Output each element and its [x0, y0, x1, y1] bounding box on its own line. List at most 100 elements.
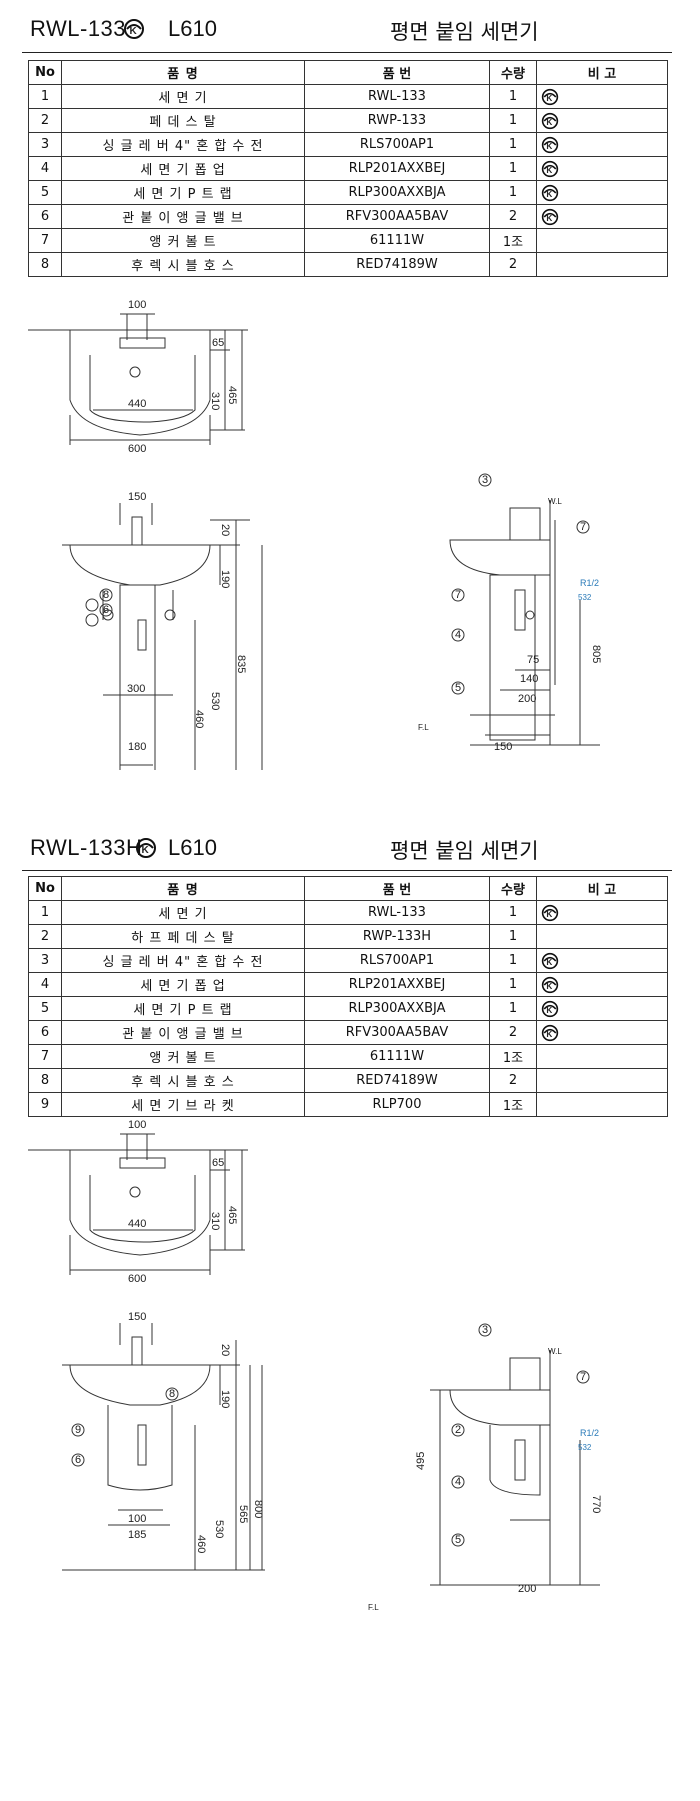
svg-text:65: 65 — [212, 1157, 224, 1169]
row-note — [536, 924, 668, 949]
installation-drawing: 100 65 310 465 440 600 150 20 190 835 53… — [28, 299, 602, 770]
svg-text:F.L: F.L — [368, 1603, 379, 1612]
row-no: 7 — [28, 1044, 62, 1069]
row-note: K — [536, 108, 668, 133]
row-note — [536, 1092, 668, 1117]
ks-mark-icon: K — [541, 952, 559, 969]
svg-text:75: 75 — [527, 654, 539, 666]
dimension-labels: 100 65 310 465 440 600 150 20 190 800 56… — [128, 1119, 602, 1612]
svg-text:K: K — [546, 1006, 552, 1015]
top-view — [28, 1133, 248, 1275]
model-number: RWL-133 — [30, 16, 127, 41]
col-name: 품 명 — [61, 876, 305, 901]
ks-mark-icon: K — [541, 208, 559, 225]
row-name: 세 면 기 브 라 켓 — [61, 1092, 305, 1117]
row-note: K — [536, 84, 668, 109]
ks-mark-icon: K — [136, 838, 156, 858]
svg-text:20: 20 — [219, 524, 231, 536]
col-no: No — [28, 60, 62, 85]
svg-text:460: 460 — [193, 710, 205, 728]
product-category: 평면 붙임 세면기 — [390, 839, 539, 863]
row-no: 1 — [28, 900, 62, 925]
svg-text:7: 7 — [580, 521, 586, 533]
row-note: K — [536, 132, 668, 157]
callout-labels: 8 9 6 3 7 2 4 5 — [75, 1324, 586, 1546]
svg-text:K: K — [546, 1030, 552, 1039]
svg-text:K: K — [130, 26, 138, 37]
row-code: 61111W — [304, 228, 490, 253]
col-note: 비 고 — [536, 60, 668, 85]
row-name: 앵 커 볼 트 — [61, 1044, 305, 1069]
ks-mark-icon: K — [541, 160, 559, 177]
svg-text:W.L: W.L — [548, 1347, 562, 1356]
svg-text:800: 800 — [252, 1500, 264, 1518]
row-no: 6 — [28, 1020, 62, 1045]
svg-text:310: 310 — [209, 1212, 221, 1230]
front-view — [62, 503, 263, 770]
row-qty: 1조 — [489, 228, 537, 253]
svg-text:185: 185 — [128, 1529, 146, 1541]
row-code: RWP-133 — [304, 108, 490, 133]
svg-text:3: 3 — [482, 474, 488, 486]
svg-text:2: 2 — [455, 1424, 461, 1436]
svg-text:100: 100 — [128, 1119, 146, 1131]
row-note — [536, 228, 668, 253]
svg-text:200: 200 — [518, 1583, 536, 1595]
row-name: 세 면 기 — [61, 84, 305, 109]
row-qty: 1 — [489, 948, 537, 973]
row-note: K — [536, 1020, 668, 1045]
svg-text:6: 6 — [75, 1454, 81, 1466]
row-no: 2 — [28, 924, 62, 949]
svg-text:532: 532 — [578, 593, 592, 602]
row-name: 후 렉 시 블 호 스 — [61, 1068, 305, 1093]
row-code: RLP300AXXBJA — [304, 996, 490, 1021]
ks-mark-icon: K — [124, 19, 144, 39]
front-view — [62, 1323, 265, 1571]
product-category: 평면 붙임 세면기 — [390, 20, 539, 44]
row-qty: 1조 — [489, 1092, 537, 1117]
row-code: RLP201AXXBEJ — [304, 156, 490, 181]
row-qty: 2 — [489, 1068, 537, 1093]
svg-text:R1/2: R1/2 — [580, 1428, 599, 1438]
svg-text:8: 8 — [169, 1388, 175, 1400]
svg-text:150: 150 — [128, 491, 146, 503]
svg-text:200: 200 — [518, 693, 536, 705]
svg-text:530: 530 — [209, 692, 221, 710]
svg-text:460: 460 — [195, 1535, 207, 1553]
row-code: RWL-133 — [304, 900, 490, 925]
row-no: 9 — [28, 1092, 62, 1117]
col-code: 품 번 — [304, 60, 490, 85]
ks-mark-icon: K — [541, 136, 559, 153]
row-qty: 1조 — [489, 1044, 537, 1069]
svg-text:565: 565 — [237, 1505, 249, 1523]
svg-text:770: 770 — [590, 1495, 602, 1513]
series-code: L610 — [168, 835, 217, 860]
row-note: K — [536, 948, 668, 973]
row-qty: 1 — [489, 84, 537, 109]
row-qty: 1 — [489, 972, 537, 997]
row-no: 8 — [28, 1068, 62, 1093]
svg-text:310: 310 — [209, 392, 221, 410]
col-code: 품 번 — [304, 876, 490, 901]
svg-text:3: 3 — [482, 1324, 488, 1336]
row-name: 앵 커 볼 트 — [61, 228, 305, 253]
svg-text:600: 600 — [128, 1273, 146, 1285]
svg-text:7: 7 — [455, 589, 461, 601]
svg-text:5: 5 — [455, 682, 461, 694]
svg-text:805: 805 — [590, 645, 602, 663]
row-code: RWL-133 — [304, 84, 490, 109]
svg-text:K: K — [142, 845, 150, 856]
row-name: 페 데 스 탈 — [61, 108, 305, 133]
side-view — [449, 500, 600, 746]
ks-mark-icon: K — [541, 904, 559, 921]
ks-mark-icon: K — [541, 112, 559, 129]
header-rule — [22, 52, 672, 53]
row-code: RLP201AXXBEJ — [304, 972, 490, 997]
row-name: 싱 글 레 버 4" 혼 합 수 전 — [61, 132, 305, 157]
header-rule — [22, 870, 672, 871]
